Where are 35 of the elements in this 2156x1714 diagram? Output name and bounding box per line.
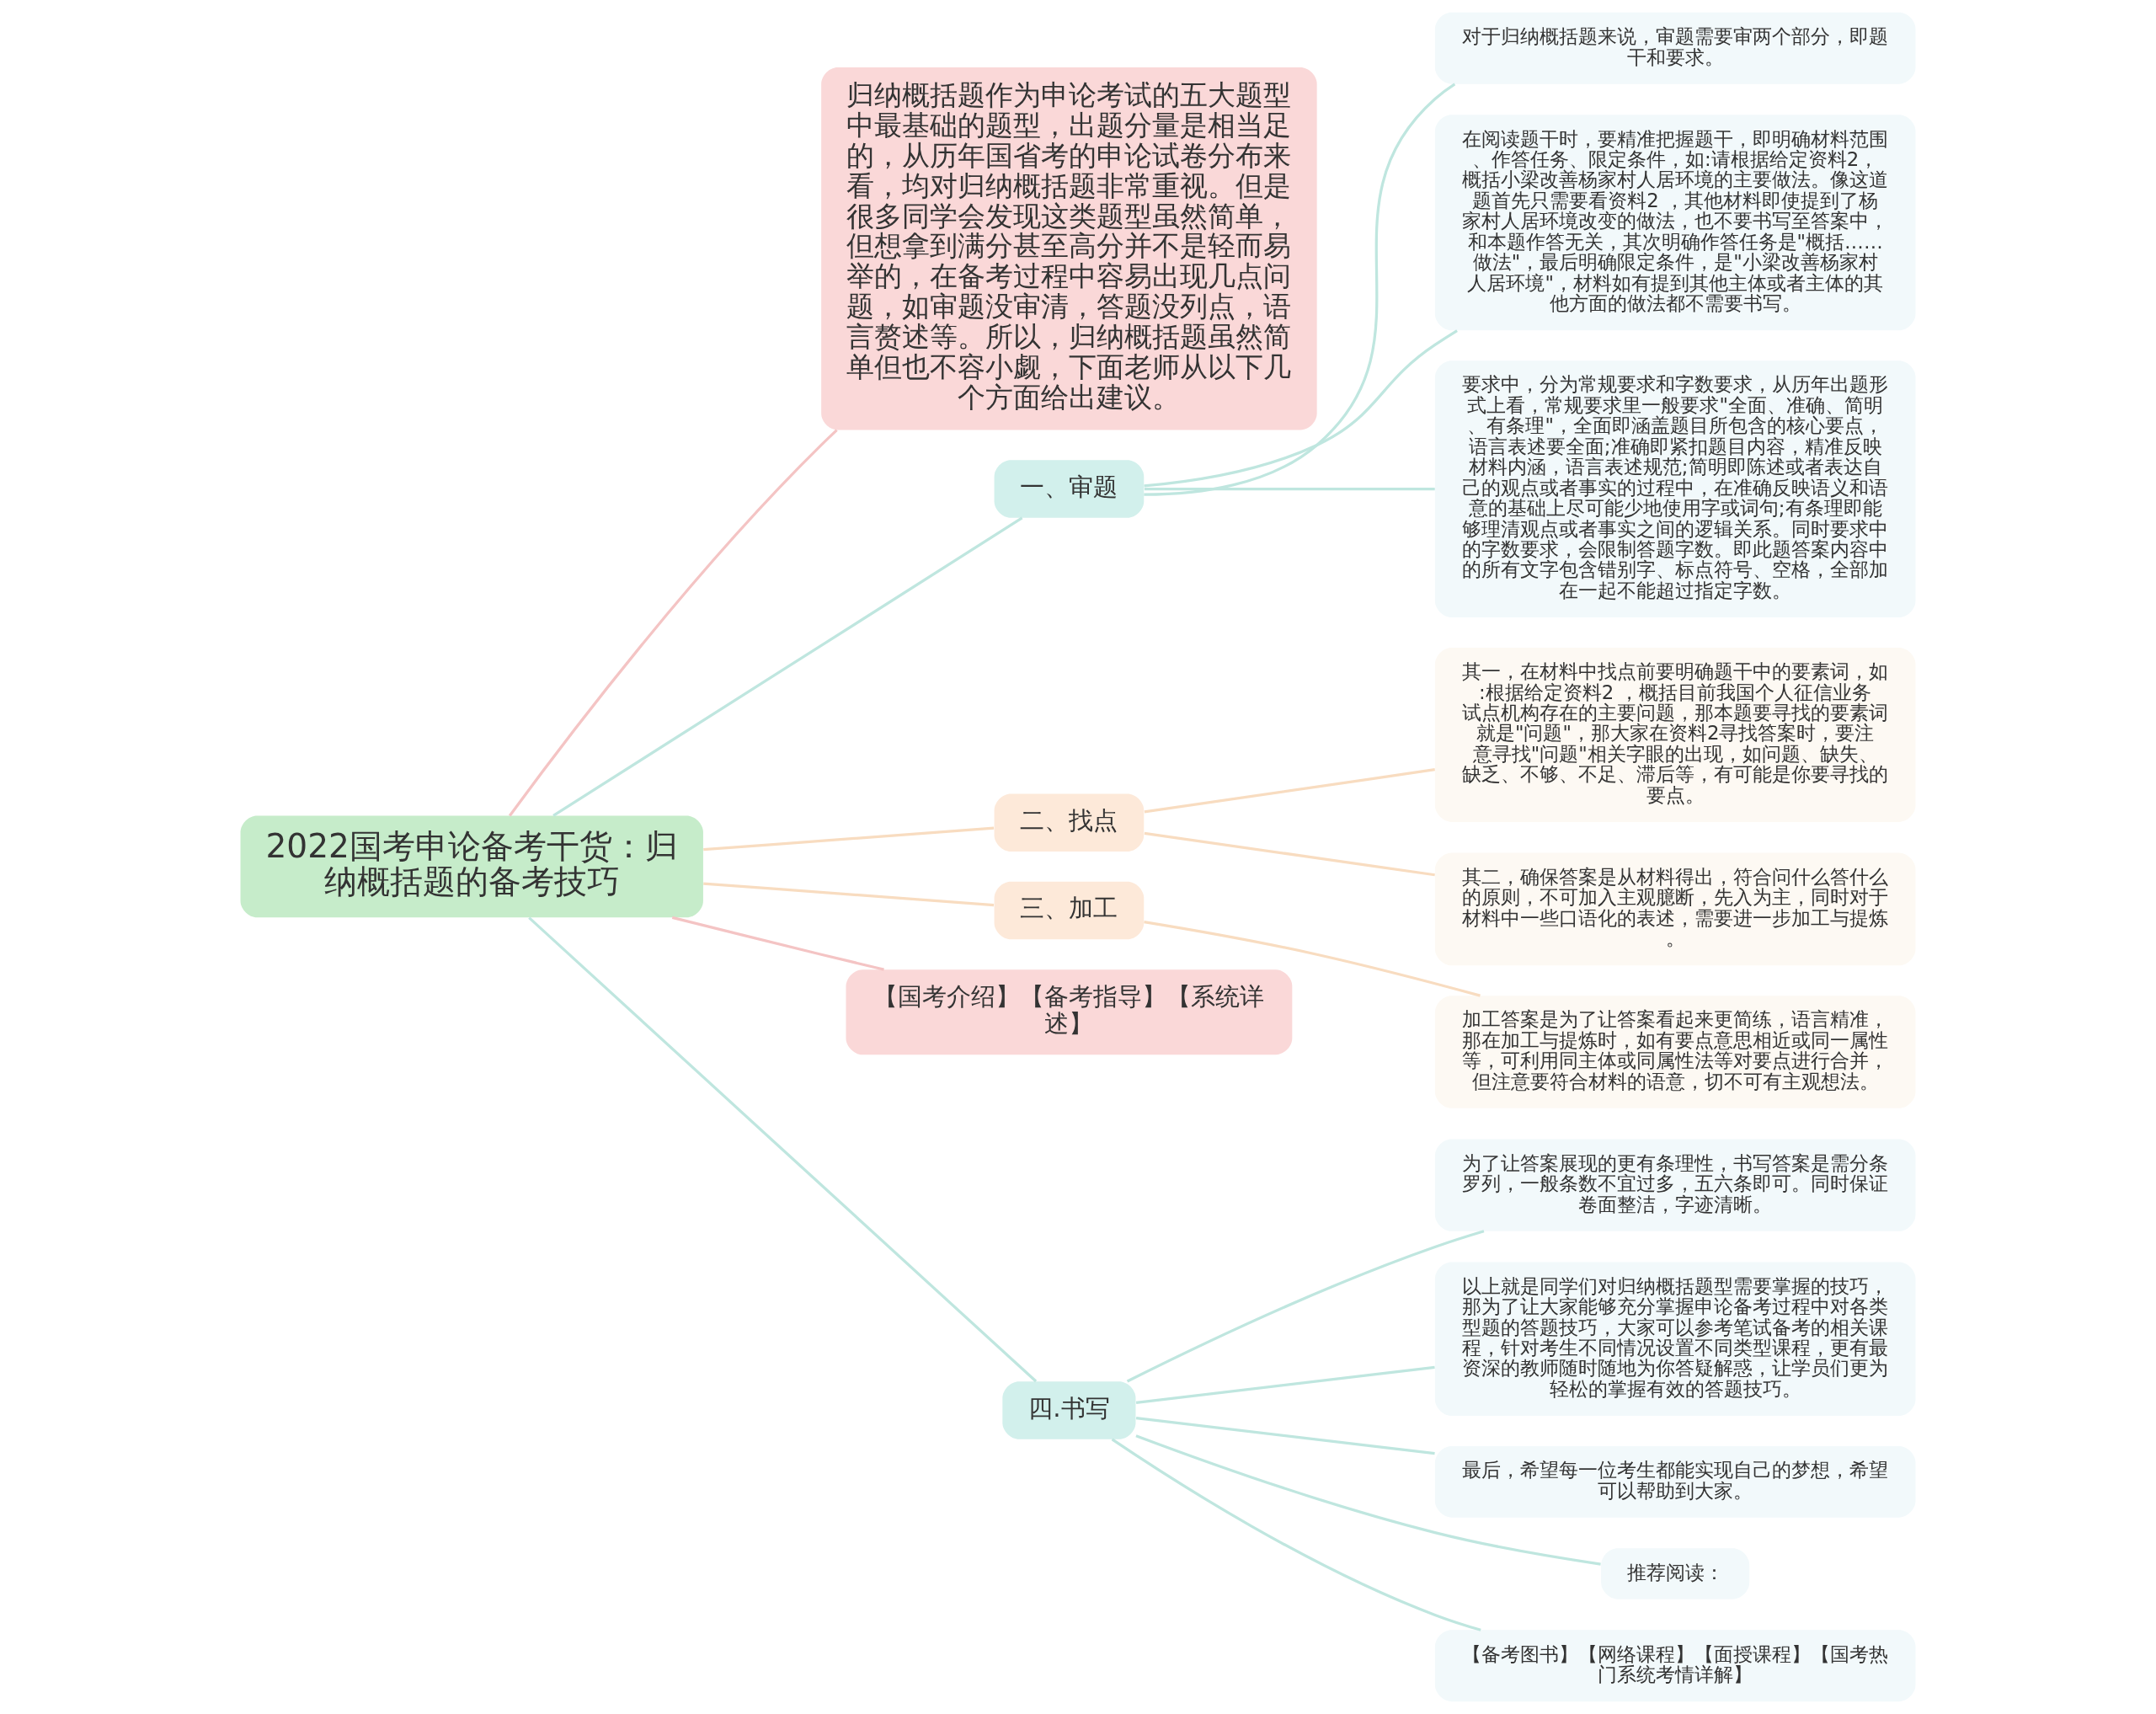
node-box: 对于归纳概括题来说，审题需要审两个部分，即题干和要求。 <box>1434 12 1916 84</box>
node-box: 最后，希望每一位考生都能实现自己的梦想，希望可以帮助到大家。 <box>1434 1445 1916 1518</box>
node-box: 【国考介绍】【备考指导】【系统详述】 <box>846 969 1293 1055</box>
connector <box>1144 768 1435 814</box>
connector <box>508 429 838 817</box>
node-box: 二、找点 <box>994 793 1145 852</box>
connector <box>1144 83 1456 496</box>
connector <box>1111 1438 1481 1631</box>
node-box: 三、加工 <box>994 881 1145 940</box>
connector <box>1144 487 1435 491</box>
node-box: 在阅读题干时，要精准把握题干，即明确材料范围、作答任务、限定条件，如:请根据给定资料2，概括小梁改善杨家村人居环境的主要做法。像这道题首先只需要看资料2 ，其他材料即使提到了杨家村人居环境改变的做法，也不要书写至答案中，和本题作答无关，其次明确作答任务是"概括……做法"，最后明确限定条件，是"小梁改善杨家村人居环境"，材料如有提到其他主体或者主体的其他方面的做法都不需要书写。 <box>1434 115 1916 331</box>
node-box: 其二，确保答案是从材料得出，符合问什么答什么的原则，不可加入主观臆断，先入为主，同时对于材料中一些口语化的表述，需要进一步加工与提炼。 <box>1434 852 1916 966</box>
connector <box>703 882 995 907</box>
connector <box>1135 1365 1435 1404</box>
node-box: 推荐阅读： <box>1601 1548 1750 1599</box>
connector <box>1135 1417 1435 1455</box>
connector <box>1144 920 1481 997</box>
node-box: 2022国考申论备考干货：归纳概括题的备考技巧 <box>240 815 703 918</box>
node-box: 四.书写 <box>1002 1381 1136 1439</box>
connector <box>1144 329 1458 488</box>
connector <box>703 826 995 852</box>
connector <box>1126 1230 1485 1383</box>
node-box: 一、审题 <box>994 460 1145 518</box>
node-box: 为了让答案展现的更有条理性，书写答案是需分条罗列，一般条数不宜过多，五六条即可。同时保证卷面整洁，字迹清晰。 <box>1434 1139 1916 1231</box>
connector <box>1144 831 1435 877</box>
node-box: 其一，在材料中找点前要明确题干中的要素词，如:根据给定资料2 ，概括目前我国个人征信业务试点机构存在的主要问题，那本题要寻找的要素词就是"问题"，那大家在资料2寻找答案时，要注意寻找"问题"相关字眼的出现，如问题、缺失、缺乏、不够、不足、滞后等，有可能是你要寻找的要点。 <box>1434 647 1916 822</box>
node-box: 加工答案是为了让答案看起来更简练，语言精准，那在加工与提炼时，如有要点意思相近或同一属性等，可利用同主体或同属性法等对要点进行合并，但注意要符合材料的语意，切不可有主观想法。 <box>1434 996 1916 1108</box>
connector <box>528 916 1038 1383</box>
node-box: 【备考图书】【网络课程】【面授课程】【国考热门系统考情详解】 <box>1434 1630 1916 1702</box>
node-box: 要求中，分为常规要求和字数要求，从历年出题形式上看，常规要求里一般要求"全面、准确、简明、有条理"，全面即涵盖题目所包含的核心要点，语言表述要全面;准确即紧扣题目内容，精准反映材料内涵，语言表述规范;简明即陈述或者表达自己的观点或者事实的过程中，在准确反映语义和语意的基础上尽可能少地使用字或词句;有条理即能够理清观点或者事实之间的逻辑关系。同时要求中的字数要求，会限制答题字数。即此题答案内容中的所有文字包含错别字、标点符号、空格，全部加在一起不能超过指定字数。 <box>1434 360 1916 617</box>
connector <box>1135 1434 1601 1566</box>
connector <box>552 516 1023 817</box>
connector <box>671 916 884 971</box>
node-box: 归纳概括题作为申论考试的五大题型中最基础的题型，出题分量是相当足的，从历年国省考的申论试卷分布来看，均对归纳概括题非常重视。但是很多同学会发现这类题型虽然简单，但想拿到满分甚至高分并不是轻而易举的，在备考过程中容易出现几点问题，如审题没审清，答题没列点，语言赘述等。所以，归纳概括题虽然简单但也不容小觑，下面老师从以下几个方面给出建议。 <box>821 67 1317 430</box>
node-box: 以上就是同学们对归纳概括题型需要掌握的技巧，那为了让大家能够充分掌握申论备考过程中对各类型题的答题技巧，大家可以参考笔试备考的相关课程，针对考生不同情况设置不同类型课程，更有最资深的教师随时随地为你答疑解惑，让学员们更为轻松的掌握有效的答题技巧。 <box>1434 1262 1916 1417</box>
